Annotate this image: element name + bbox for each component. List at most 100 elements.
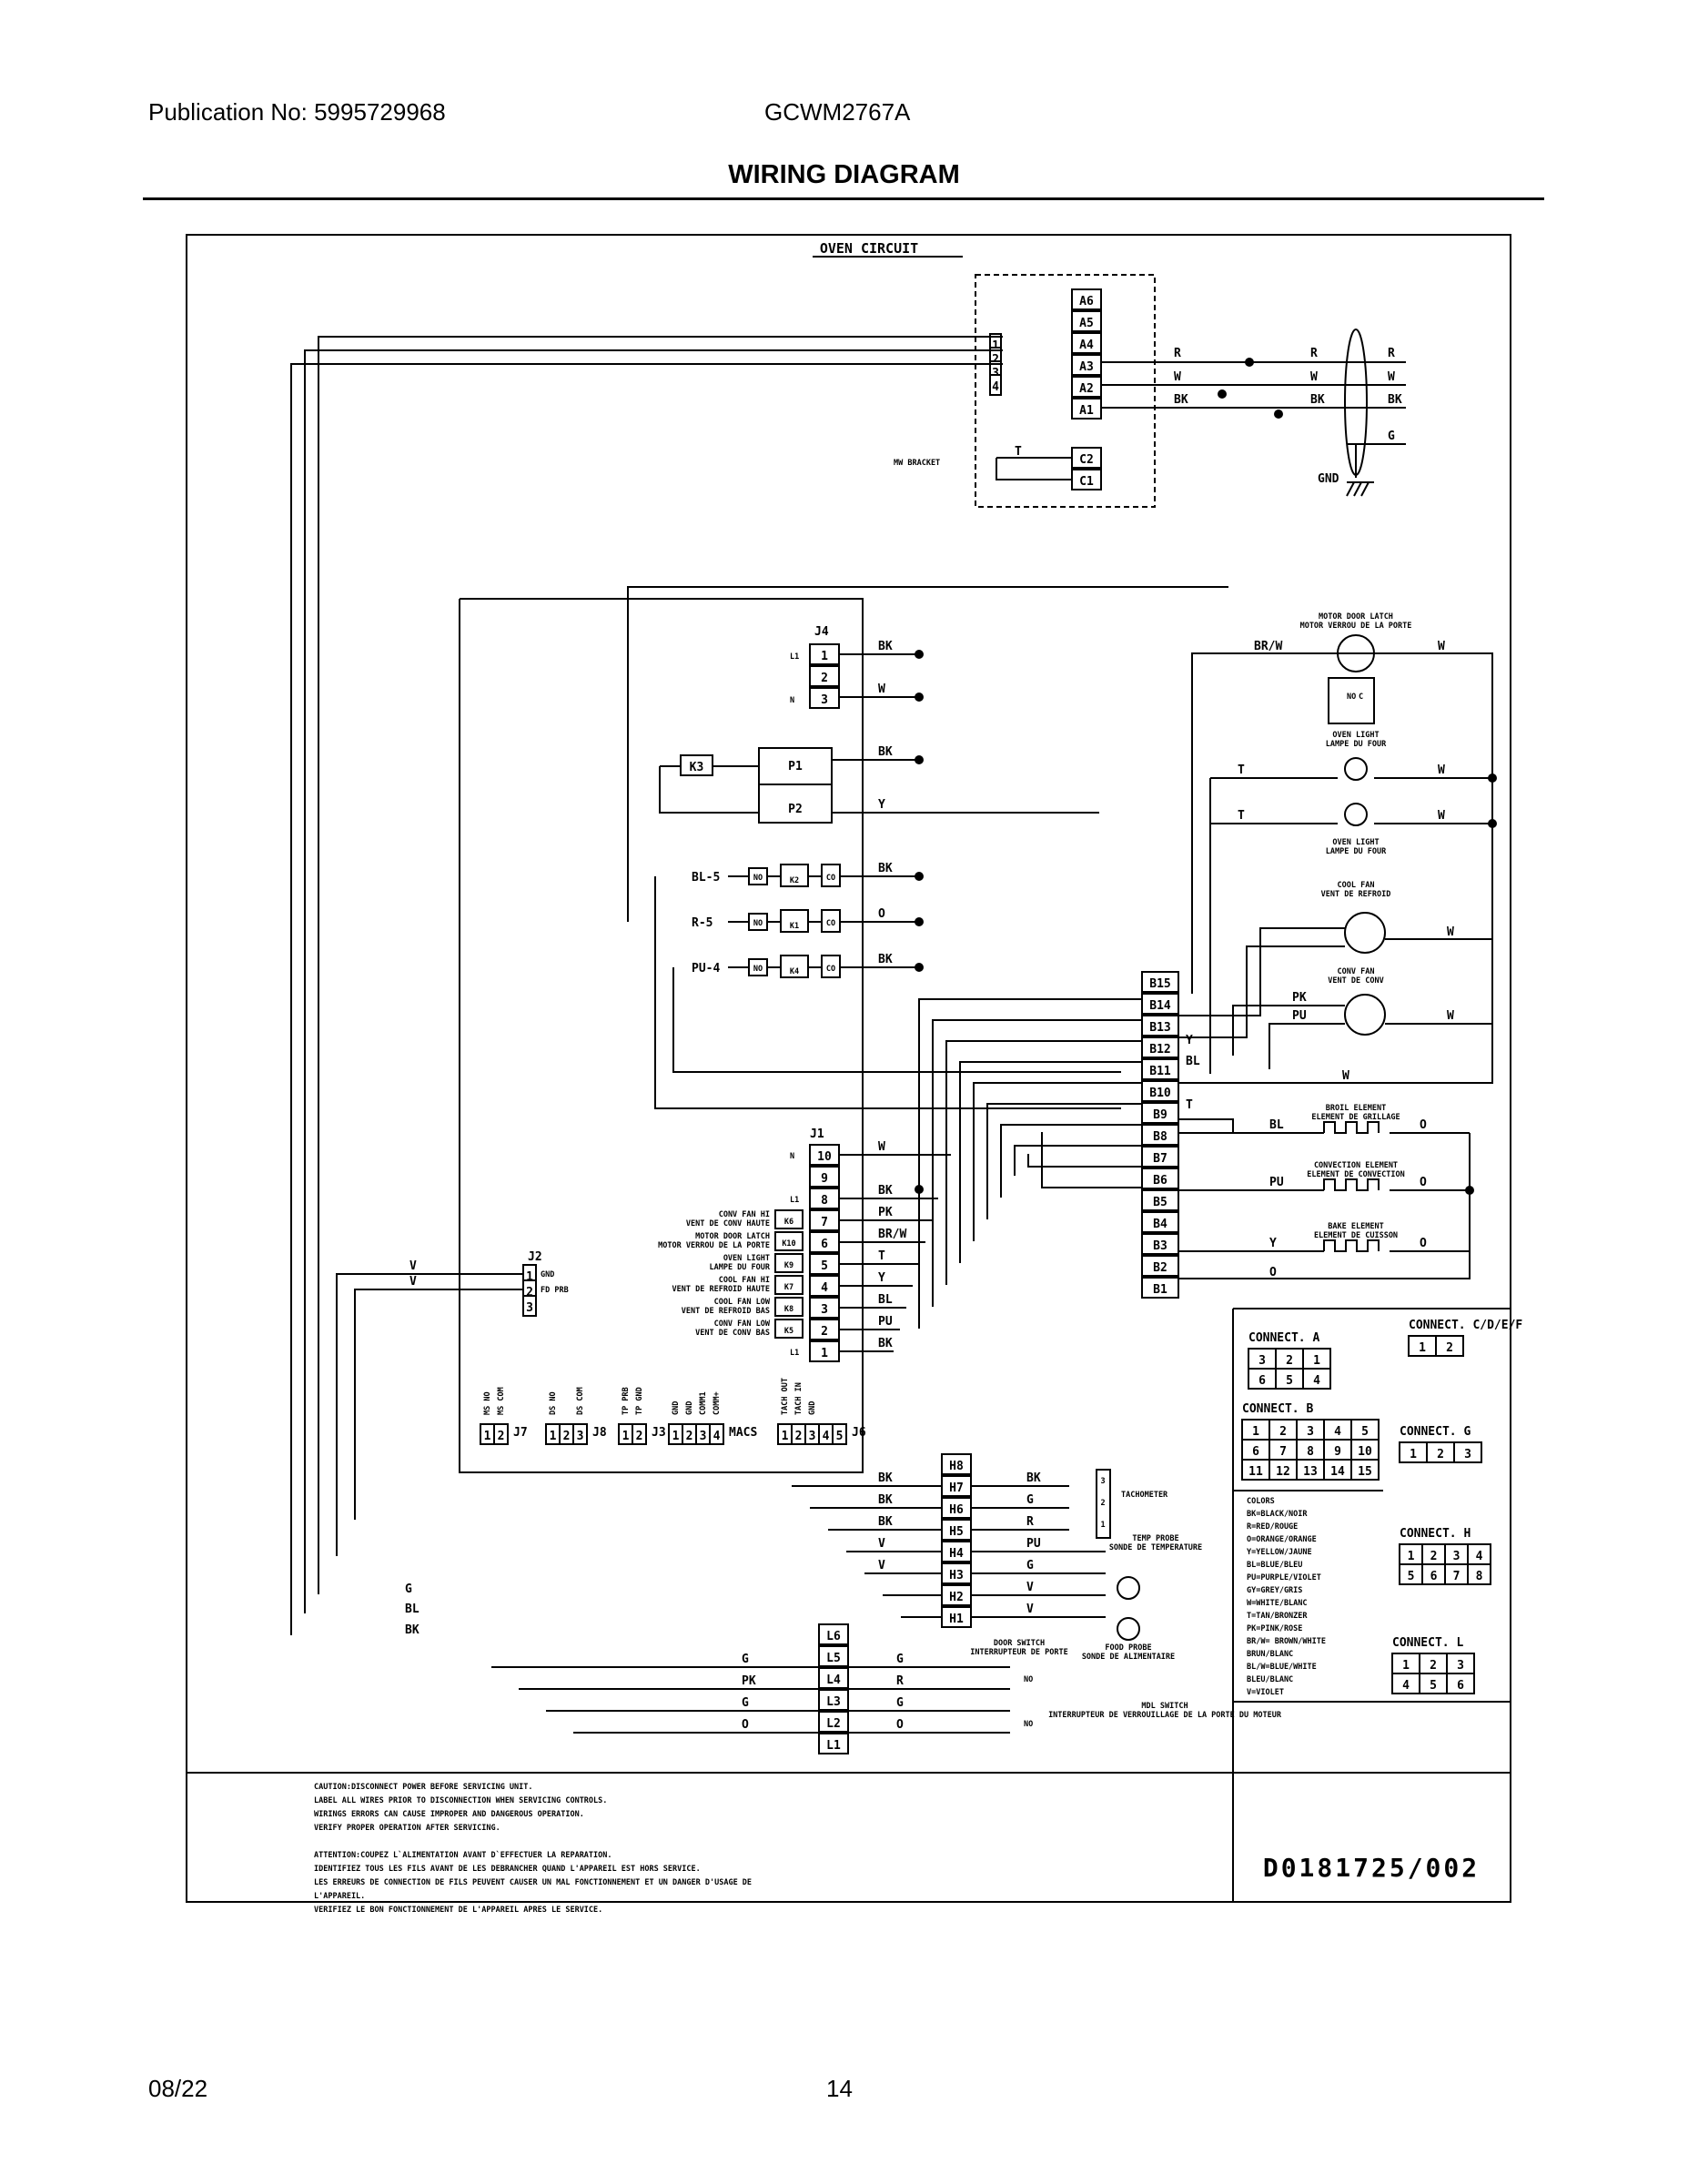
conn-j3-pin-label: 1	[622, 1430, 630, 1443]
terminal-a2-label: A2	[1079, 382, 1094, 396]
j1-relay-k5	[774, 1319, 804, 1339]
color-legend-line: PU=PURPLE/VIOLET	[1247, 1573, 1321, 1582]
label: BK	[878, 745, 893, 759]
mw-bracket-label: MW BRACKET	[894, 459, 940, 468]
conn-j6-label: J6	[852, 1426, 866, 1440]
terminal-b11	[1141, 1058, 1179, 1080]
wire	[304, 349, 1003, 1613]
wire	[659, 766, 759, 814]
terminal-c1-label: C1	[1079, 475, 1094, 489]
wire	[1178, 1118, 1234, 1133]
connect-l-cell-label: 1	[1402, 1659, 1410, 1673]
conv-fan-label: CONV FAN	[1338, 967, 1375, 976]
label: T	[1238, 763, 1245, 777]
connect-b-cell-label: 10	[1358, 1445, 1372, 1459]
label: O	[742, 1718, 749, 1732]
wire	[1041, 1132, 1142, 1188]
terminal-l3	[818, 1689, 849, 1711]
color-legend-line: PK=PINK/ROSE	[1247, 1624, 1302, 1633]
label: W	[1438, 763, 1445, 777]
conn-desc: DS COM	[576, 1387, 585, 1415]
motor-door-latch	[1337, 634, 1375, 672]
label: W	[1447, 925, 1454, 939]
label: R	[1388, 347, 1395, 360]
label: O	[896, 1718, 904, 1732]
terminal-l6	[818, 1623, 849, 1645]
junction-dot	[915, 963, 924, 972]
j2-pin-1-label: 1	[526, 1270, 533, 1284]
relay-no-label: NO	[753, 919, 763, 928]
tach-pin: 3	[1100, 1477, 1105, 1486]
connect-cdef-cell	[1435, 1335, 1464, 1357]
label: R	[1026, 1515, 1034, 1529]
junction-dot	[915, 755, 924, 764]
conn-j6-pin-label: 2	[795, 1430, 803, 1443]
connect-b-title: CONNECT. B	[1242, 1402, 1313, 1416]
page-number: 14	[826, 2075, 853, 2102]
label: BK	[878, 1337, 893, 1350]
label: BR/W	[1254, 640, 1282, 653]
label: G	[1388, 430, 1395, 443]
junction-dot	[1465, 1186, 1474, 1195]
caution-line: LABEL ALL WIRES PRIOR TO DISCONNECTION W…	[314, 1796, 607, 1805]
terminal-a2	[1071, 376, 1102, 398]
terminal-c2-label: C2	[1079, 453, 1094, 467]
label: G	[742, 1653, 749, 1666]
label: O	[1420, 1118, 1427, 1132]
terminal-l4-label: L4	[826, 1673, 841, 1687]
conn-macs-pin	[709, 1423, 724, 1445]
conn-desc: GND	[672, 1401, 681, 1415]
label: O	[1420, 1237, 1427, 1250]
terminal-a5-label: A5	[1079, 317, 1094, 330]
terminal-h3-label: H3	[949, 1569, 964, 1582]
terminal-b1-label: B1	[1153, 1283, 1167, 1297]
color-legend-line: V=VIOLET	[1247, 1688, 1284, 1697]
caution-line: L'APPAREIL.	[314, 1892, 365, 1901]
terminal-b13	[1141, 1015, 1179, 1036]
mw-bracket-box	[975, 274, 1156, 508]
connect-cdef-cell-label: 2	[1446, 1341, 1453, 1355]
j1-desc: MOTOR DOOR LATCH	[695, 1232, 770, 1241]
label: VENT DE CONV	[1328, 976, 1383, 986]
label: L1	[790, 652, 799, 662]
connect-g-cell	[1453, 1441, 1482, 1463]
j1-k-label: K9	[784, 1261, 793, 1270]
j1-relay-k9	[774, 1253, 804, 1273]
wire	[1178, 1190, 1471, 1279]
cool-fan-label: COOL FAN	[1338, 881, 1375, 890]
t-label: T	[1015, 445, 1022, 459]
terminal-b9	[1141, 1102, 1179, 1124]
j1-desc: COOL FAN HI	[719, 1276, 770, 1285]
conn-desc: COMM1	[699, 1391, 708, 1415]
connect-a-cell-label: 4	[1313, 1374, 1320, 1388]
label: PK	[878, 1206, 893, 1219]
terminal-l3-label: L3	[826, 1695, 841, 1709]
junction-dot	[915, 693, 924, 702]
wire	[1178, 927, 1345, 1016]
j1-label: J1	[810, 1127, 824, 1141]
label: V	[1026, 1603, 1034, 1616]
terminal-b8	[1141, 1124, 1179, 1146]
j1-pin-10-label: 10	[817, 1150, 832, 1164]
conn-j6-pin-label: 1	[782, 1430, 789, 1443]
conn-j3-label: J3	[652, 1426, 666, 1440]
terminal-b13-label: B13	[1149, 1021, 1170, 1035]
latch-no: NO	[1347, 693, 1356, 702]
wire	[1353, 481, 1362, 497]
food-probe-label: FOOD PROBE	[1105, 1643, 1151, 1653]
terminal-a5	[1071, 310, 1102, 332]
label: INTERRUPTEUR DE VERROUILLAGE DE LA PORTE…	[1048, 1711, 1282, 1720]
label: BL	[405, 1603, 419, 1616]
label: W	[1342, 1069, 1349, 1083]
label: G	[1026, 1493, 1034, 1507]
label: LAMPE DU FOUR	[1326, 847, 1387, 856]
terminal-b3	[1141, 1233, 1179, 1255]
connect-b-cell-label: 15	[1358, 1465, 1372, 1479]
label: BL	[878, 1293, 893, 1307]
label: W	[1174, 370, 1181, 384]
connect-b-cell-label: 4	[1334, 1425, 1341, 1439]
label: R	[896, 1674, 904, 1688]
terminal-a3-label: A3	[1079, 360, 1094, 374]
label: G	[896, 1653, 904, 1666]
terminal-h8	[941, 1453, 972, 1475]
